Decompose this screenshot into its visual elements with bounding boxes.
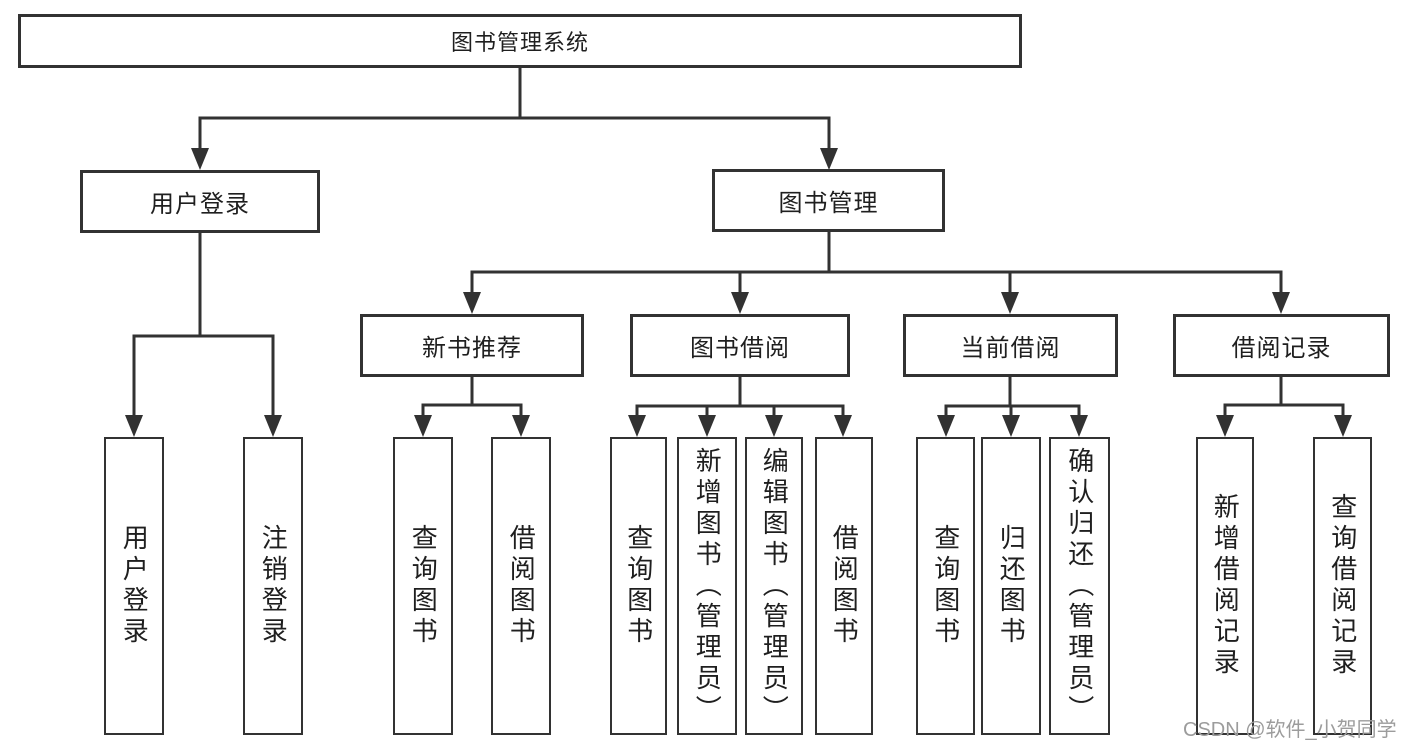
- node-label: 查询图书: [930, 524, 961, 648]
- connector-book-management: [470, 230, 1283, 296]
- arrow-down-icon: [1334, 415, 1352, 437]
- arrow-down-icon: [463, 292, 481, 314]
- connector-borrowing-records: [1223, 375, 1345, 419]
- arrow-down-icon: [1272, 292, 1290, 314]
- node-br-query-record: 查询借阅记录: [1313, 437, 1372, 735]
- node-label: 借阅记录: [1231, 335, 1332, 362]
- arrow-down-icon: [1070, 415, 1088, 437]
- node-label: 用户登录: [119, 524, 150, 648]
- node-current-borrowing: 当前借阅: [903, 314, 1118, 377]
- arrow-down-icon: [820, 148, 838, 170]
- node-nbr-query-books: 查询图书: [393, 437, 453, 735]
- node-cb-return-books: 归还图书: [981, 437, 1041, 735]
- node-label: 图书管理: [778, 190, 879, 217]
- connector-root: [198, 66, 831, 152]
- node-label: 图书借阅: [690, 335, 790, 362]
- node-label: 新增借阅记录: [1210, 493, 1241, 679]
- connector-current-borrowing: [944, 375, 1081, 420]
- node-nbr-borrow-books: 借阅图书: [491, 437, 551, 735]
- arrow-down-icon: [731, 292, 749, 314]
- node-label: 确认归还（管理员）: [1064, 446, 1095, 726]
- node-label: 注销登录: [258, 524, 289, 648]
- arrow-down-icon: [937, 415, 955, 437]
- node-root: 图书管理系统: [18, 14, 1022, 68]
- connector-user-login: [132, 231, 275, 419]
- connector-book-borrowing: [635, 375, 845, 420]
- node-label: 归还图书: [996, 524, 1027, 648]
- node-label: 当前借阅: [960, 335, 1061, 362]
- node-book-management: 图书管理: [712, 169, 945, 232]
- node-label: 查询借阅记录: [1327, 493, 1358, 679]
- arrow-down-icon: [1002, 415, 1020, 437]
- arrow-down-icon: [834, 415, 852, 437]
- node-label: 新增图书（管理员）: [692, 446, 723, 726]
- arrow-down-icon: [628, 415, 646, 437]
- csdn-watermark: CSDN @软件_小贺同学: [1183, 719, 1397, 741]
- arrow-down-icon: [191, 148, 209, 170]
- node-label: 编辑图书（管理员）: [759, 446, 790, 726]
- arrow-down-icon: [1216, 415, 1234, 437]
- connector-new-book-recommend: [421, 375, 523, 419]
- arrow-down-icon: [512, 415, 530, 437]
- arrow-down-icon: [414, 415, 432, 437]
- arrow-down-icon: [1001, 292, 1019, 314]
- arrow-down-icon: [698, 415, 716, 437]
- arrow-down-icon: [264, 415, 282, 437]
- arrow-down-icon: [125, 415, 143, 437]
- node-label: 新书推荐: [422, 335, 522, 362]
- node-bb-borrow-books: 借阅图书: [815, 437, 873, 735]
- node-borrowing-records: 借阅记录: [1173, 314, 1390, 377]
- node-label: 查询图书: [408, 524, 439, 648]
- node-user-login-action: 用户登录: [104, 437, 164, 735]
- arrowheads: [125, 148, 1352, 437]
- node-bb-add-books: 新增图书（管理员）: [677, 437, 737, 735]
- node-label: 查询图书: [623, 524, 654, 648]
- node-book-borrowing: 图书借阅: [630, 314, 850, 377]
- node-user-login: 用户登录: [80, 170, 320, 233]
- node-label: 用户登录: [150, 191, 250, 218]
- node-label: 借阅图书: [506, 524, 537, 648]
- node-cb-confirm-return: 确认归还（管理员）: [1049, 437, 1110, 735]
- node-label: 图书管理系统: [450, 30, 589, 55]
- node-label: 借阅图书: [829, 524, 860, 648]
- node-br-add-record: 新增借阅记录: [1196, 437, 1254, 735]
- arrow-down-icon: [765, 415, 783, 437]
- node-new-book-recommend: 新书推荐: [360, 314, 584, 377]
- node-logout-action: 注销登录: [243, 437, 303, 735]
- node-cb-query-books: 查询图书: [916, 437, 975, 735]
- node-bb-edit-books: 编辑图书（管理员）: [745, 437, 803, 735]
- node-bb-query-books: 查询图书: [610, 437, 667, 735]
